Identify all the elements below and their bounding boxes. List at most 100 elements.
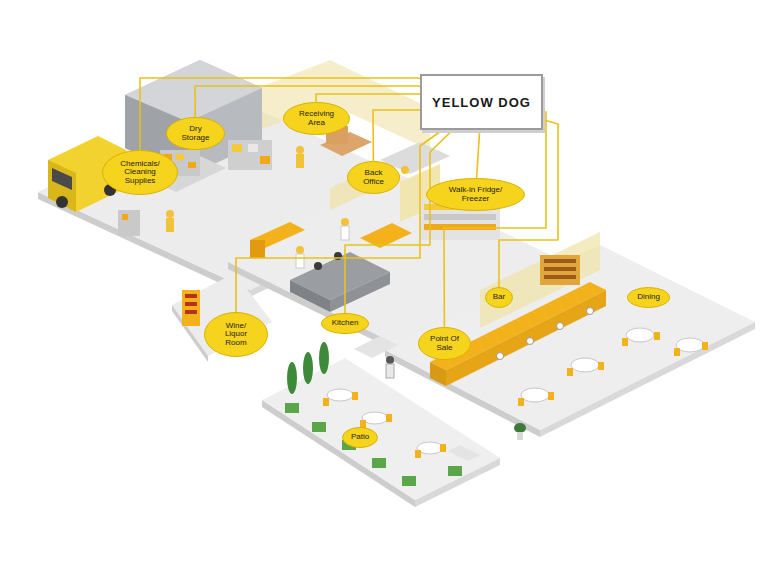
storage-shelves-part [260,156,270,164]
truck-part [48,160,76,212]
area-name: Receiving Area [297,110,337,127]
kitchen-equipment-part [424,224,496,230]
area-label: Dining [627,287,670,308]
patio-plants-part [319,342,329,374]
dining-tables-part [674,348,680,356]
dining-tables-part [622,338,628,346]
storage-shelves-part [122,214,128,220]
connector-path [236,130,442,312]
dining-tables-part [654,332,660,340]
kitchen-equipment-part [341,226,349,240]
area-name: Point Of Sale [430,335,460,352]
bar-counter-part [430,362,446,386]
area-label: Wine/ Liquor Room [204,312,268,357]
storage-shelves-part [228,140,272,170]
patio-tables [323,356,446,458]
area-name: Back Office [359,169,389,186]
bar-counter-part [527,338,534,345]
walkway-part [448,445,480,461]
storage-shelves-part [118,210,140,236]
brand-name: YELLOW DOG [432,95,531,110]
storage-shelves-part [296,146,304,154]
kitchen-equipment-part [296,254,304,268]
bar-counter [430,255,606,386]
oval-fill [284,103,350,135]
dining-tables-part [702,342,708,350]
dining-tables-part [676,338,704,352]
kitchen-equipment [250,142,500,312]
storage-shelves-part [166,218,174,232]
area-label: Dry Storage [166,117,225,150]
storage-shelves-part [166,210,174,218]
area-label: Chemicals/ Cleaning Supplies [102,150,178,195]
kitchen-equipment-part [401,166,409,174]
oval-fill [486,288,513,308]
patio-plants-part [303,352,313,384]
dining-tables-part [567,368,573,376]
patio-tables-part [327,389,353,401]
connector-path [345,130,453,313]
patio-plants-part [372,458,386,468]
dining-tables-part [514,423,526,433]
bar-counter-part [544,259,576,263]
kitchen-equipment-part [341,218,349,226]
area-label: Back Office [347,161,400,194]
area-name: Patio [351,433,369,441]
area-name: Kitchen [332,319,359,327]
connector-path [444,112,546,328]
area-name: Dry Storage [179,125,213,142]
area-label: Patio [342,427,378,448]
patio-plants-part [448,466,462,476]
storage-shelves-part [296,154,304,168]
connector-line [236,130,442,312]
area-label: Kitchen [321,313,369,334]
area-name: Dining [637,293,660,301]
area-label: Bar [485,287,513,308]
brand-sign: YELLOW DOG [420,74,543,130]
bar-counter-part [557,323,564,330]
wine-room-part [172,273,272,356]
storage-shelves-part [232,144,242,152]
wine-room-part [185,310,197,314]
kitchen-equipment-part [290,280,330,312]
dining-tables-part [517,432,523,440]
wine-room-part [185,294,197,298]
patio-plants-part [287,362,297,394]
dining-tables-part [598,362,604,370]
patio-tables-part [352,392,358,400]
kitchen-equipment-part [330,272,390,312]
oval-fill [103,151,178,195]
dining-tables [514,328,708,440]
bar-counter-part [544,267,576,271]
connector-path [477,130,480,178]
connector-line [444,112,546,328]
patio-tables-part [386,414,392,422]
bar-counter-part [544,275,576,279]
connector-line [345,130,453,313]
truck-part [56,196,68,208]
patio-tables-part [360,420,366,428]
storage-shelves-part [248,144,258,152]
patio-tables-part [386,356,394,364]
connector-line [477,130,480,178]
dining-tables-part [521,388,549,402]
wine-room-part [182,290,200,326]
bar-counter-part [540,255,580,285]
patio-tables-part [323,398,329,406]
area-name: Wine/ Liquor Room [217,322,255,347]
dining-tables-part [548,392,554,400]
patio-tables-part [386,364,394,378]
oval-fill [322,314,369,334]
connector-line [316,94,420,102]
oval-fill [419,328,471,360]
area-name: Chemicals/ Cleaning Supplies [117,160,163,185]
dining-tables-part [571,358,599,372]
area-name: Walk-in Fridge/ Freezer [445,186,507,203]
kitchen-equipment-part [424,214,496,220]
dining-floor [385,232,755,437]
patio-floor [262,358,500,507]
area-name: Bar [493,293,505,301]
patio-tables-part [415,450,421,458]
kitchen-equipment-part [250,240,265,258]
